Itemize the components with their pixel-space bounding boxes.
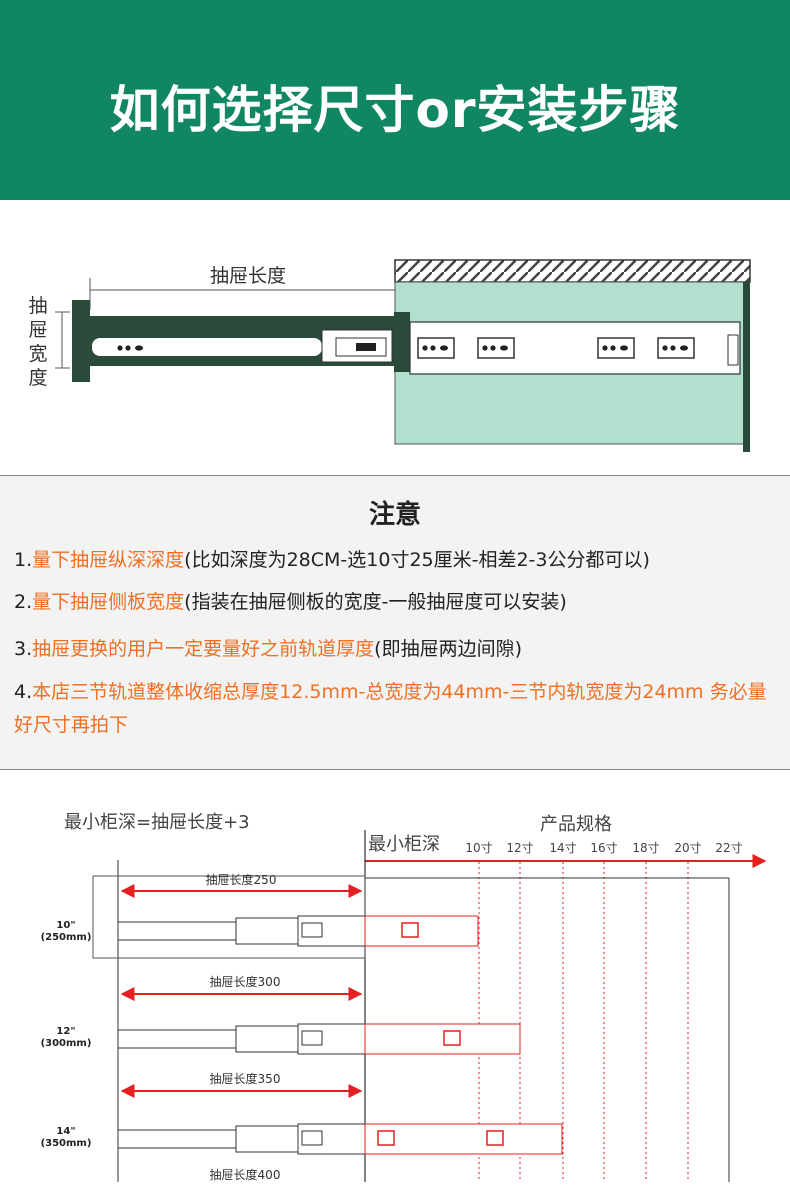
notice-title: 注意 <box>368 500 421 530</box>
rail-middle <box>235 1125 299 1153</box>
notice-item-highlight: 抽屉更换的用户一定要量好之前轨道厚度 <box>32 638 375 660</box>
drawer-diagram: 抽屉长度 抽 屉 宽 度 <box>28 259 751 452</box>
row-length-label: 抽屉长度300 <box>210 974 281 989</box>
inch-tick-label: 12寸 <box>506 841 533 855</box>
notice-item: 1.量下抽屉纵深深度(比如深度为28CM-选10寸25厘米-相差2-3公分都可以… <box>14 544 784 577</box>
notice-section: 注意 1.量下抽屉纵深深度(比如深度为28CM-选10寸25厘米-相差2-3公分… <box>0 475 790 770</box>
length-label: 抽屉长度 <box>210 265 286 287</box>
rail-mount-plate <box>597 337 635 359</box>
height-label-char: 宽 <box>28 343 47 365</box>
rail-outer <box>297 1023 521 1055</box>
notice-item-text: (即抽屉两边间隙) <box>374 638 522 660</box>
notice-item-highlight: 量下抽屉纵深深度 <box>32 549 185 571</box>
notice-item-number: 3. <box>14 638 33 660</box>
notice-item-text: (比如深度为28CM-选10寸25厘米-相差2-3公分都可以) <box>184 549 650 571</box>
row-length-label: 抽屉长度400 <box>210 1167 281 1182</box>
outer-rail <box>409 321 741 375</box>
inch-tick-label: 14寸 <box>549 841 576 855</box>
notice-item: 3.抽屉更换的用户一定要量好之前轨道厚度(即抽屉两边间隙) <box>14 633 784 666</box>
min-depth-label: 最小柜深 <box>368 834 440 855</box>
rail-extension-orange <box>364 915 479 947</box>
cabinet-top-hatched <box>394 259 751 283</box>
rail-extension-orange <box>364 1123 563 1155</box>
row-length-label: 抽屉长度250 <box>206 872 277 887</box>
inner-rail <box>92 338 322 356</box>
rail-plate-orange <box>377 1130 395 1146</box>
rail-outer <box>297 915 479 947</box>
rail-slot <box>135 345 143 351</box>
inch-tick-label: 22寸 <box>715 841 742 855</box>
drawer-diagram-section: 抽屉长度 抽 屉 宽 度 <box>0 200 790 475</box>
rail-middle <box>235 1025 299 1053</box>
notice-item: 4.本店三节轨道整体收缩总厚度12.5mm-总宽度为44mm-三节内轨宽度为24… <box>14 676 784 742</box>
page-title: 如何选择尺寸or安装步骤 <box>109 81 681 139</box>
rail-plate-orange <box>486 1130 504 1146</box>
row-size-label: 14" <box>56 1126 75 1137</box>
rail-plate <box>301 922 323 938</box>
inch-tick-label: 20寸 <box>674 841 701 855</box>
rail-mount-plate <box>657 337 695 359</box>
row-mm-label: (350mm) <box>41 1138 92 1149</box>
notice-item-number: 2. <box>14 591 33 613</box>
rail-outer <box>297 1123 563 1155</box>
rail-lock-slot <box>356 343 376 351</box>
spec-diagram: 最小柜深=抽屉长度+3 产品规格 最小柜深 10寸 12寸 14寸 16寸 18… <box>41 812 767 1182</box>
product-spec-label: 产品规格 <box>540 814 612 835</box>
row-length-label: 抽屉长度350 <box>210 1071 281 1086</box>
spec-diagram-section: 最小柜深=抽屉长度+3 产品规格 最小柜深 10寸 12寸 14寸 16寸 18… <box>0 770 790 1182</box>
rail-plate-orange <box>401 922 419 938</box>
formula-label: 最小柜深=抽屉长度+3 <box>64 812 250 833</box>
rail-extension-orange <box>364 1023 521 1055</box>
height-label-char: 度 <box>28 367 47 389</box>
rail-plate <box>301 1130 323 1146</box>
inch-tick-label: 16寸 <box>590 841 617 855</box>
row-mm-label: (250mm) <box>41 932 92 943</box>
row-size-label: 12" <box>56 1026 75 1037</box>
cabinet-back-panel <box>743 282 750 452</box>
notice-item-number: 4. <box>14 681 33 703</box>
notice-item-text: (指装在抽屉侧板的宽度-一般抽屉度可以安装) <box>184 591 567 613</box>
notice-item: 2.量下抽屉侧板宽度(指装在抽屉侧板的宽度-一般抽屉度可以安装) <box>14 586 784 619</box>
row-mm-label: (300mm) <box>41 1038 92 1049</box>
rail-hole <box>117 345 123 351</box>
outer-rail-holes <box>422 345 688 351</box>
height-label-char: 屉 <box>28 319 47 341</box>
rail-plate-orange <box>443 1030 461 1046</box>
rail-middle <box>235 917 299 945</box>
rail-hole <box>125 345 131 351</box>
inch-ticks: 10寸 12寸 14寸 16寸 18寸 20寸 22寸 <box>465 841 742 855</box>
rail-mount-plate <box>417 337 455 359</box>
row-size-label: 10" <box>56 920 75 931</box>
notice-item-number: 1. <box>14 549 33 571</box>
inch-tick-label: 18寸 <box>632 841 659 855</box>
header-banner: 如何选择尺寸or安装步骤 <box>0 0 790 200</box>
rail-mount-plate <box>477 337 515 359</box>
notice-item-highlight: 量下抽屉侧板宽度 <box>32 591 185 613</box>
notice-item-highlight: 本店三节轨道整体收缩总厚度12.5mm-总宽度为44mm-三节内轨宽度为24mm… <box>14 681 767 736</box>
cabinet-front-frame <box>394 312 410 372</box>
rail-end-stop <box>727 334 739 366</box>
drawer-front-panel <box>72 300 90 382</box>
inch-tick-label: 10寸 <box>465 841 492 855</box>
height-label-char: 抽 <box>28 295 47 317</box>
rail-plate <box>301 1030 323 1046</box>
